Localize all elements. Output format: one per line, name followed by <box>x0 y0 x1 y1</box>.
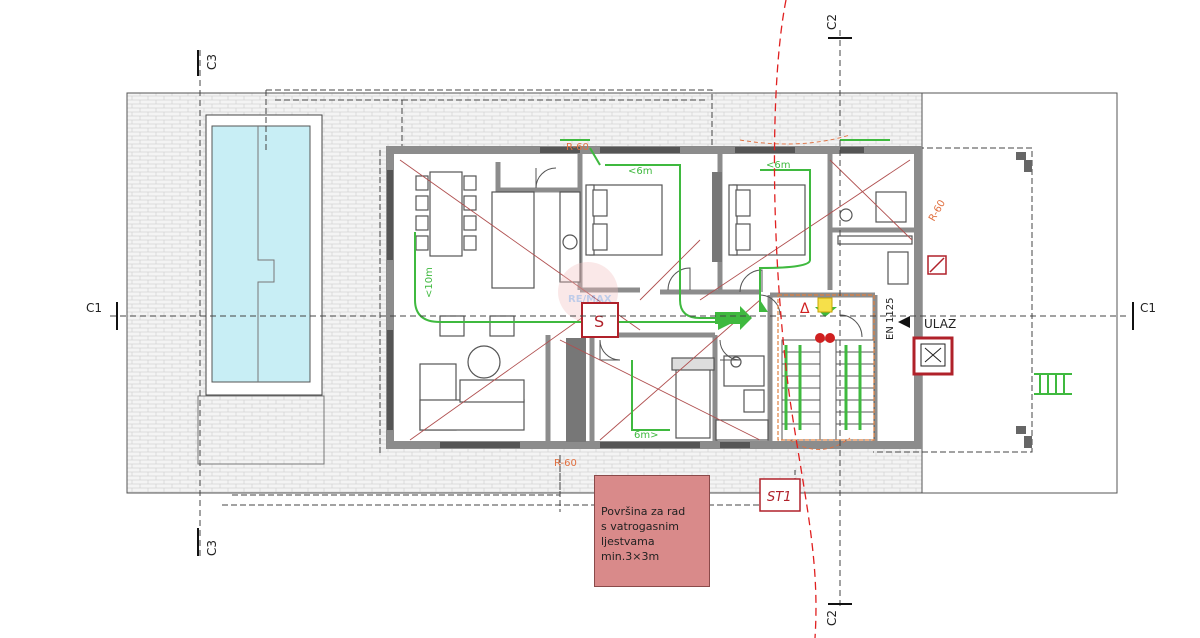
fire-extinguisher-symbol <box>817 297 833 313</box>
furniture <box>415 171 913 441</box>
note-line-2: s vatrogasnim <box>601 520 679 533</box>
s-symbol-label: S <box>594 312 604 331</box>
fire-boundary-curve <box>773 0 817 638</box>
section-line-c1: C1 C1 <box>86 301 1156 330</box>
section-line-c3: C3 C3 <box>197 50 219 560</box>
distance-label-bottom: 6m> <box>634 430 658 441</box>
st1-symbol-box: ST1 <box>759 478 801 512</box>
delta-symbol: Δ <box>800 301 810 317</box>
entrance-zone <box>777 294 875 441</box>
corner-marks <box>1016 152 1032 448</box>
note-line-4: min.3×3m <box>601 550 660 563</box>
c3-top-label: C3 <box>205 54 219 70</box>
c1-right-label: C1 <box>1140 301 1156 315</box>
staircase <box>781 339 875 441</box>
distance-label-room2: <6m <box>766 160 790 171</box>
swimming-pool <box>197 114 325 465</box>
en-standard-label: EN 1125 <box>885 298 896 340</box>
smoke-vent-icon <box>927 255 947 275</box>
c2-top-label: C2 <box>825 14 839 30</box>
windows <box>387 147 864 448</box>
fire-radius-arcs <box>739 134 851 450</box>
s-symbol-box: S <box>581 302 619 338</box>
entrance-label: ULAZ <box>924 317 956 331</box>
fire-alarm-icon <box>815 333 835 343</box>
radius-label-bottom: R-60 <box>554 458 577 469</box>
section-line-c2: C2 C2 <box>825 14 852 626</box>
st1-label: ST1 <box>767 490 791 505</box>
fire-ladder-icon <box>1034 373 1072 395</box>
c2-bottom-label: C2 <box>825 610 839 626</box>
door-swings <box>535 167 863 361</box>
emergency-exit-sign-icon <box>912 336 954 376</box>
note-line-1: Površina za rad <box>601 505 686 518</box>
c3-bottom-label: C3 <box>205 540 219 556</box>
note-line-3: ljestvama <box>601 535 655 548</box>
distance-label-living: <10m <box>424 267 435 298</box>
room-cross-lines <box>399 159 913 441</box>
radius-label-top: R-60 <box>566 142 589 153</box>
svg-text:RE/MAX: RE/MAX <box>568 294 612 305</box>
fire-ladder-work-area-note: Površina za rad s vatrogasnim ljestvama … <box>594 475 710 587</box>
entrance-arrow-icon <box>898 316 910 328</box>
distance-label-room1: <6m <box>628 166 652 177</box>
c1-left-label: C1 <box>86 301 102 315</box>
